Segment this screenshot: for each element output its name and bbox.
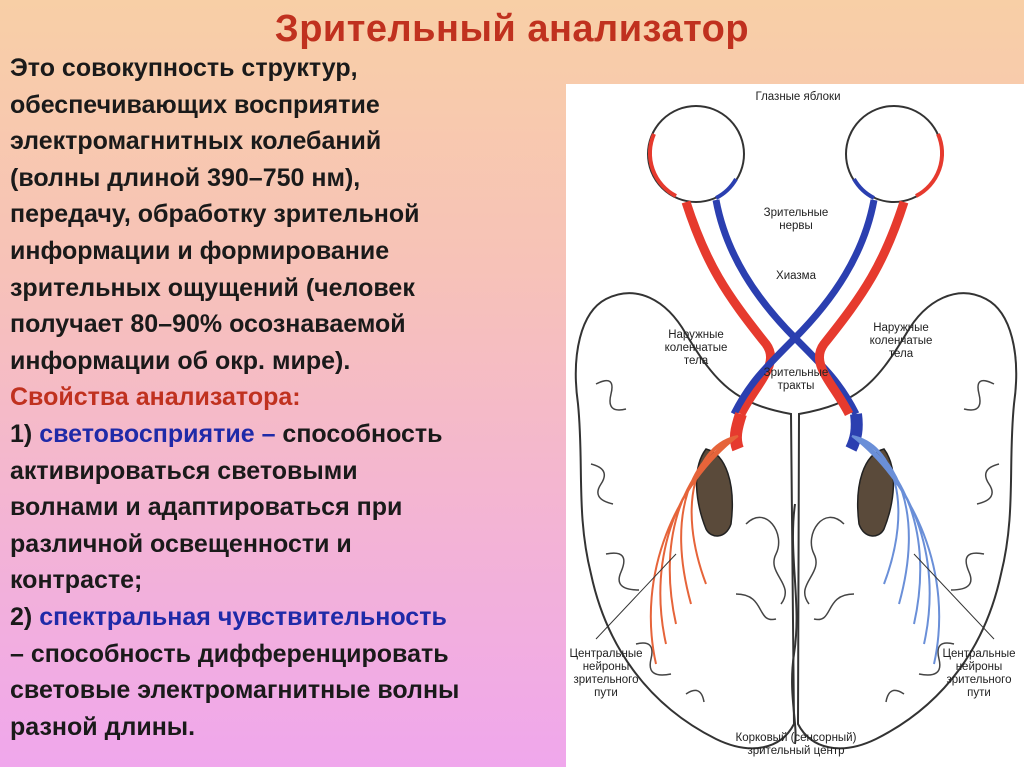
paragraph-line: Это совокупность структур, [10, 54, 358, 82]
property-1-line: контрасте; [10, 566, 143, 595]
right-nerve-blue [730, 199, 878, 416]
label-optic-tracts: Зрительные тракты [763, 367, 829, 392]
paragraph-line: обеспечивающих восприятие [10, 90, 380, 119]
right-retina [915, 133, 944, 198]
paragraph-line: передачу, обработку зрительной [10, 200, 420, 229]
property-1-line: 1) световосприятие – способность [10, 416, 570, 453]
visual-pathway-svg [574, 105, 1018, 750]
pointer-central-left [595, 553, 677, 640]
text-block: Это совокупность структур, обеспечивающи… [10, 50, 570, 745]
label-central-left: Центральные нейроны зрительного пути [569, 648, 643, 699]
label-optic-nerves: Зрительные нервы [763, 207, 829, 232]
left-nerve-blue [712, 199, 860, 416]
label-chiasm: Хиазма [776, 270, 816, 282]
paragraph-line: получает 80–90% осознаваемой [10, 310, 406, 339]
right-retina-blue [852, 177, 875, 200]
visual-pathway-diagram: Глазные яблоки Зрительные нервы Хиазма Н… [566, 84, 1024, 767]
paragraph-line: информации об окр. мире). [10, 346, 351, 375]
right-nucleus [857, 448, 895, 537]
paragraph-line: электромагнитных колебаний [10, 127, 382, 156]
property-2-line: 2) спектральная чувствительность [10, 599, 570, 636]
property-2-number: 2) [10, 602, 40, 631]
left-nucleus [695, 448, 733, 537]
right-tract [845, 413, 863, 452]
left-tract [729, 412, 747, 452]
paragraph-line: (волны длиной 390–750 нм), [10, 163, 361, 192]
property-1-term: световосприятие – [39, 419, 276, 448]
pointer-central-right [913, 553, 995, 640]
property-1-text: способность [275, 419, 443, 448]
left-radiation [649, 435, 739, 665]
property-2-line: разной длины. [10, 712, 196, 741]
left-nerve-red [681, 200, 776, 417]
label-lgn-right: Наружные коленчатые тела [869, 322, 933, 360]
gyri-right [885, 379, 1000, 703]
paragraph-line: зрительных ощущений (человек [10, 273, 415, 302]
right-radiation [851, 435, 941, 665]
slide-title: Зрительный анализатор [274, 8, 750, 50]
left-retina-blue [715, 177, 738, 200]
property-2-term: спектральная чувствительность [39, 602, 447, 631]
property-2-line: – способность дифференцировать [10, 639, 449, 668]
gyri-left [590, 379, 705, 703]
property-1-line: различной освещенности и [10, 529, 352, 558]
left-retina [648, 133, 677, 198]
property-2-line: световые электромагнитные волны [10, 676, 460, 705]
property-1-line: активироваться световыми [10, 456, 358, 485]
label-lgn-left: Наружные коленчатые тела [664, 329, 728, 367]
inner-folds [735, 516, 855, 621]
paragraph-line: информации и формирование [10, 236, 390, 265]
properties-heading: Свойства анализатора: [10, 383, 301, 412]
property-1-line: волнами и адаптироваться при [10, 493, 403, 522]
label-central-right: Центральные нейроны зрительного пути [942, 648, 1016, 699]
label-cortex: Корковый (сенсорный) зрительный центр [735, 732, 857, 757]
right-nerve-red [814, 200, 909, 417]
midline-fissure [791, 503, 798, 745]
label-eyeballs: Глазные яблоки [755, 91, 841, 103]
property-1-number: 1) [10, 419, 40, 448]
